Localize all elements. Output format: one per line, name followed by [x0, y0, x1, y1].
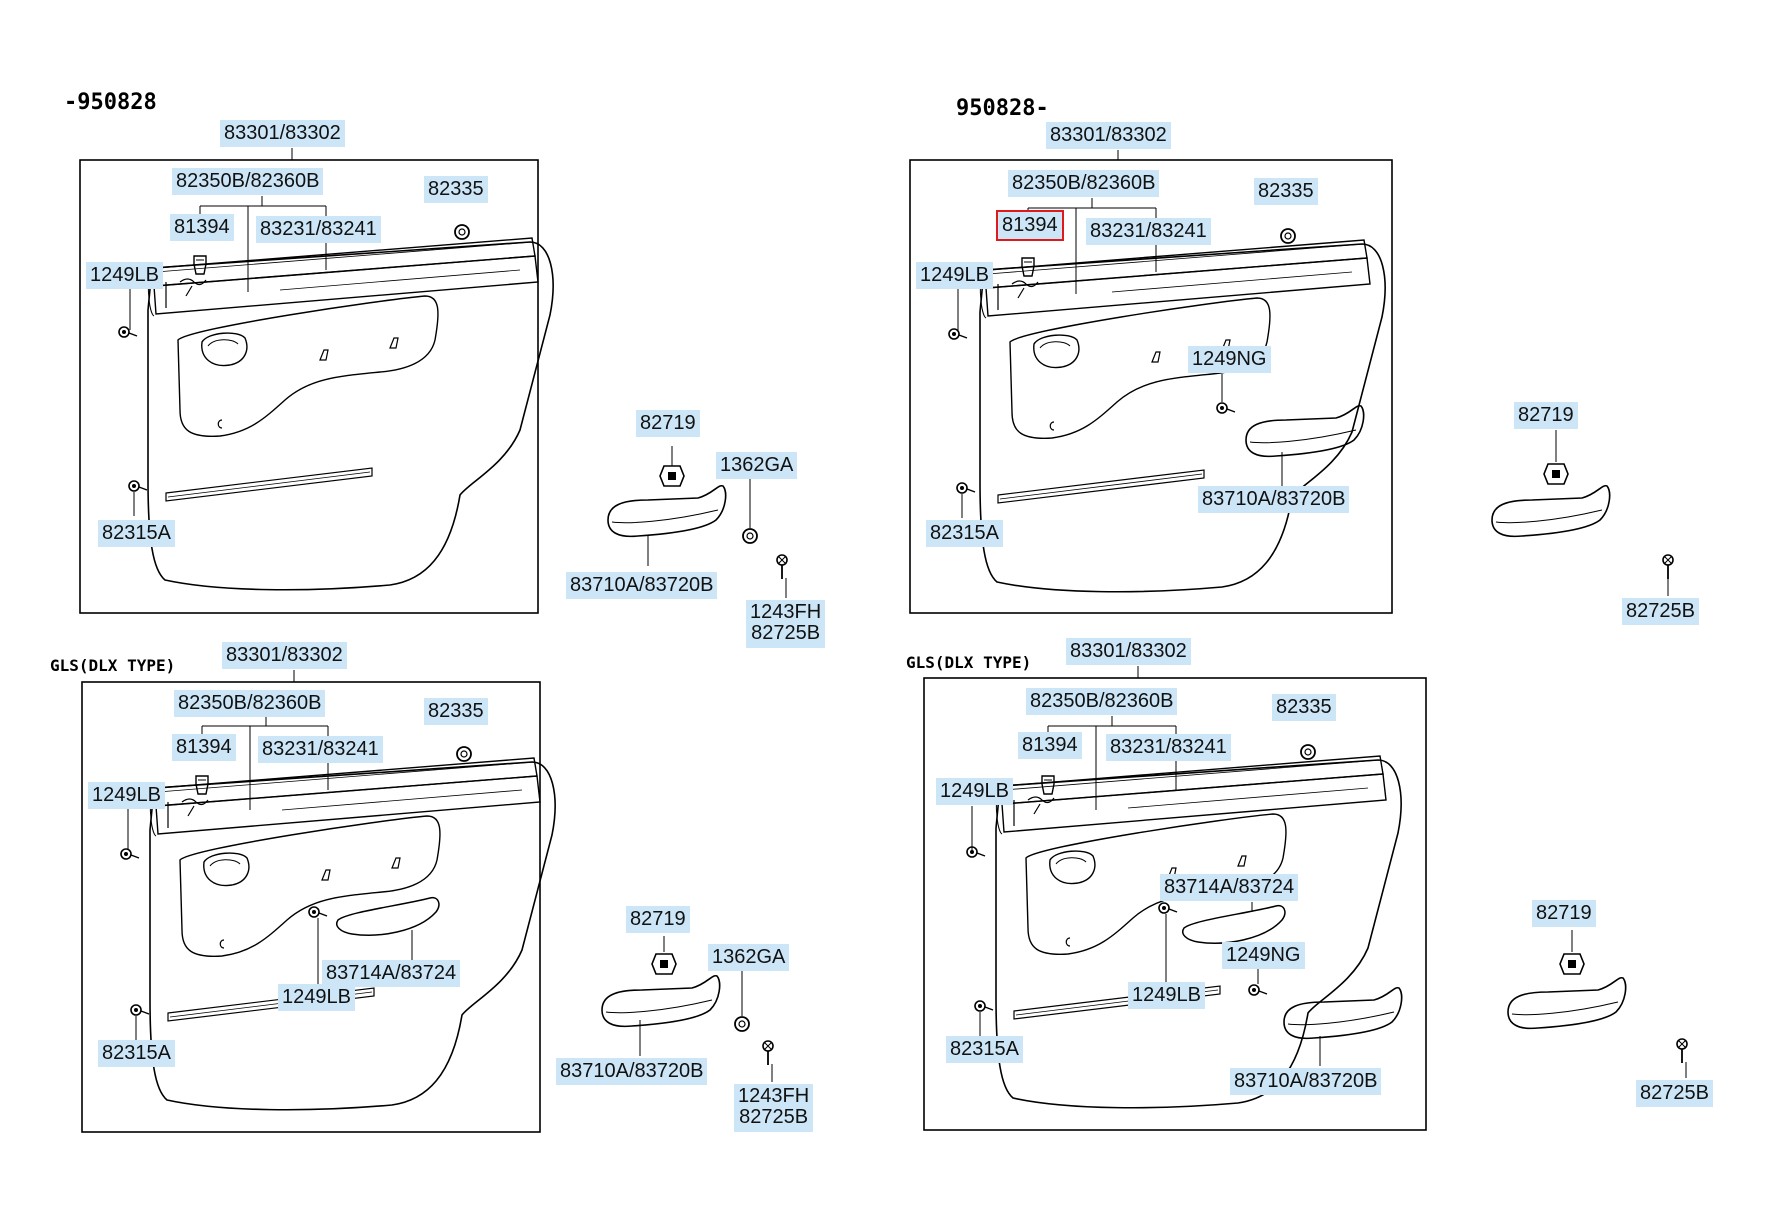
q4-cap-icon [1559, 953, 1585, 975]
q2-screw-cover-icon [1662, 554, 1674, 580]
q4-label-screw-pull[interactable]: 1249LB [1128, 982, 1205, 1009]
q3-screw-pull-icon [308, 906, 328, 918]
q2-cap-icon [1543, 463, 1569, 485]
q2-label-trim[interactable]: 82350B/82360B [1008, 170, 1160, 197]
q1-label-fastener[interactable]: 81394 [170, 214, 234, 241]
q4-label-trim[interactable]: 82350B/82360B [1026, 688, 1178, 715]
q4-label-screw-handle[interactable]: 1249NG [1222, 942, 1305, 969]
q2-door-panel [979, 239, 1386, 593]
q4-label-panel[interactable]: 83301/83302 [1066, 638, 1191, 665]
q4-armrest-icon [1507, 976, 1627, 1030]
q2-handle-icon [1245, 404, 1365, 458]
q3-label-screw-cover-a: 1243FH [738, 1085, 810, 1107]
q1-label-screw-side[interactable]: 1249LB [86, 262, 163, 289]
q4-handle-icon [1283, 986, 1403, 1040]
q2-screw-handle-icon [1216, 402, 1236, 414]
q1-frame [79, 159, 539, 614]
q1-label-trim[interactable]: 82350B/82360B [172, 168, 324, 195]
q2-label-handle[interactable]: 83710A/83720B [1198, 486, 1350, 513]
q4-clip-bottom-icon [974, 1000, 994, 1012]
q4-label-screw-side[interactable]: 1249LB [936, 778, 1013, 805]
q1-section [79, 148, 788, 614]
q4-label-fastener[interactable]: 81394 [1018, 732, 1082, 759]
q3-clip-top-icon [456, 746, 472, 762]
q3-screw-side-icon [120, 848, 140, 860]
q2-armrest-icon [1491, 484, 1611, 538]
q4-screw-cover-icon [1676, 1038, 1688, 1064]
q2-label-screw-side[interactable]: 1249LB [916, 262, 993, 289]
q3-handle-icon [601, 974, 721, 1028]
q4-fastener-icon [1041, 775, 1055, 795]
q1-door-panel [147, 237, 554, 591]
q3-label-clip-bottom[interactable]: 82315A [98, 1040, 175, 1067]
q3-label-screw-cover[interactable]: 1243FH 82725B [734, 1084, 814, 1132]
q1-clip-top-icon [454, 224, 470, 240]
q1-label-weatherstrip[interactable]: 83231/83241 [256, 216, 381, 243]
q4-label-clip-bottom[interactable]: 82315A [946, 1036, 1023, 1063]
q2-label-clip-bottom[interactable]: 82315A [926, 520, 1003, 547]
q4-frame [923, 677, 1427, 1131]
q2-label-cap[interactable]: 82719 [1514, 402, 1578, 429]
q3-label-fastener[interactable]: 81394 [172, 734, 236, 761]
q4-screw-side-icon [966, 846, 986, 858]
q2-screw-side-icon [948, 328, 968, 340]
q3-label-trim[interactable]: 82350B/82360B [174, 690, 326, 717]
q3-label-weatherstrip[interactable]: 83231/83241 [258, 736, 383, 763]
q2-clip-top-icon [1280, 228, 1296, 244]
q4-door-panel [995, 755, 1402, 1109]
q3-pull-icon [336, 896, 440, 936]
q2-clip-bottom-icon [956, 482, 976, 494]
q4-label-weatherstrip[interactable]: 83231/83241 [1106, 734, 1231, 761]
q4-screw-pull-icon [1158, 902, 1178, 914]
q3-label-nut[interactable]: 1362GA [708, 944, 790, 971]
q3-nut-icon [734, 1016, 750, 1032]
q2-label-screw-handle[interactable]: 1249NG [1188, 346, 1271, 373]
q3-label-screw-cover-b: 82725B [739, 1106, 809, 1128]
q4-variant-header: GLS(DLX TYPE) [906, 653, 1032, 672]
q1-label-panel[interactable]: 83301/83302 [220, 120, 345, 147]
q3-label-cap[interactable]: 82719 [626, 906, 690, 933]
q1-screw-side-icon [118, 326, 138, 338]
q1-label-clip-top[interactable]: 82335 [424, 176, 488, 203]
q2-label-clip-top[interactable]: 82335 [1254, 178, 1318, 205]
q3-clip-bottom-icon [130, 1004, 150, 1016]
q1-screw-cover-icon [776, 554, 788, 580]
q3-label-screw-pull[interactable]: 1249LB [278, 984, 355, 1011]
q3-label-handle[interactable]: 83710A/83720B [556, 1058, 708, 1085]
q4-label-pull[interactable]: 83714A/83724 [1160, 874, 1299, 901]
q2-label-screw-cover[interactable]: 82725B [1622, 598, 1699, 625]
q1-label-cap[interactable]: 82719 [636, 410, 700, 437]
q3-label-screw-side[interactable]: 1249LB [88, 782, 165, 809]
q2-label-fastener-selected[interactable]: 81394 [996, 210, 1064, 241]
q1-label-handle[interactable]: 83710A/83720B [566, 572, 718, 599]
q3-label-clip-top[interactable]: 82335 [424, 698, 488, 725]
q2-frame [909, 159, 1393, 614]
q3-cap-icon [651, 953, 677, 975]
q2-label-weatherstrip[interactable]: 83231/83241 [1086, 218, 1211, 245]
q1-label-screw-cover-b: 82725B [751, 622, 821, 644]
q1-label-screw-cover[interactable]: 1243FH 82725B [746, 600, 826, 648]
q4-label-clip-top[interactable]: 82335 [1272, 694, 1336, 721]
q2-date-header: 950828- [956, 96, 1049, 121]
q1-label-screw-cover-a: 1243FH [750, 601, 822, 623]
q4-label-screw-cover[interactable]: 82725B [1636, 1080, 1713, 1107]
q2-label-panel[interactable]: 83301/83302 [1046, 122, 1171, 149]
q4-label-handle[interactable]: 83710A/83720B [1230, 1068, 1382, 1095]
q4-pull-icon [1182, 904, 1286, 944]
q3-frame [81, 681, 541, 1133]
q3-screw-cover-icon [762, 1040, 774, 1066]
q4-label-cap[interactable]: 82719 [1532, 900, 1596, 927]
q1-cap-icon [659, 465, 685, 487]
q1-label-nut[interactable]: 1362GA [716, 452, 798, 479]
q1-handle-icon [607, 484, 727, 538]
q4-screw-handle-icon [1248, 984, 1268, 996]
q1-nut-icon [742, 528, 758, 544]
q3-label-pull[interactable]: 83714A/83724 [322, 960, 461, 987]
q1-clip-bottom-icon [128, 480, 148, 492]
q1-date-header: -950828 [64, 90, 157, 115]
q3-variant-header: GLS(DLX TYPE) [50, 656, 176, 675]
q3-label-panel[interactable]: 83301/83302 [222, 642, 347, 669]
q1-label-clip-bottom[interactable]: 82315A [98, 520, 175, 547]
q4-clip-top-icon [1300, 744, 1316, 760]
